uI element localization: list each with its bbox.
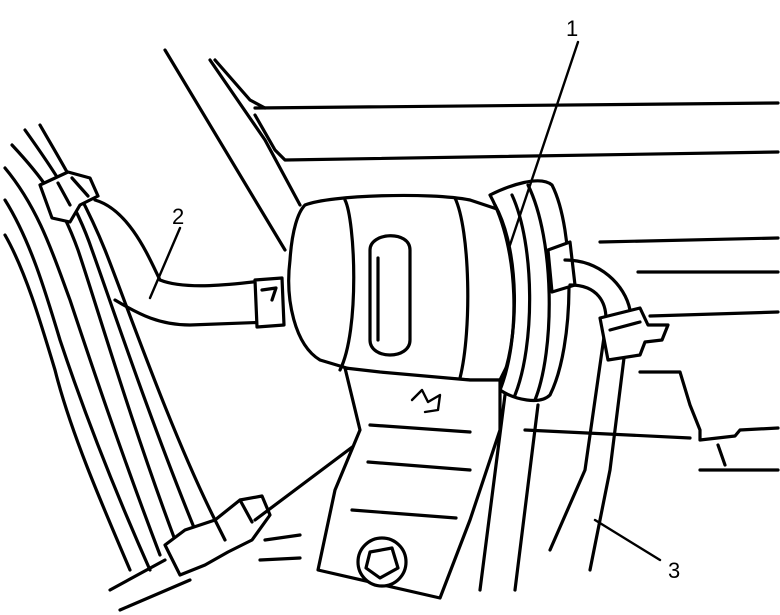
fuel-filter-body — [287, 179, 577, 403]
left-lines-bundle — [3, 123, 217, 572]
mounting-bracket — [316, 366, 502, 600]
lower-bracket-clip — [108, 443, 357, 612]
body-panel-lines — [163, 48, 780, 472]
leader-lines — [148, 40, 662, 562]
callout-3: 3 — [668, 558, 680, 583]
callout-2: 2 — [172, 204, 184, 229]
hose-3 — [478, 258, 670, 592]
callout-1: 1 — [566, 16, 578, 41]
hose-2 — [93, 198, 286, 329]
